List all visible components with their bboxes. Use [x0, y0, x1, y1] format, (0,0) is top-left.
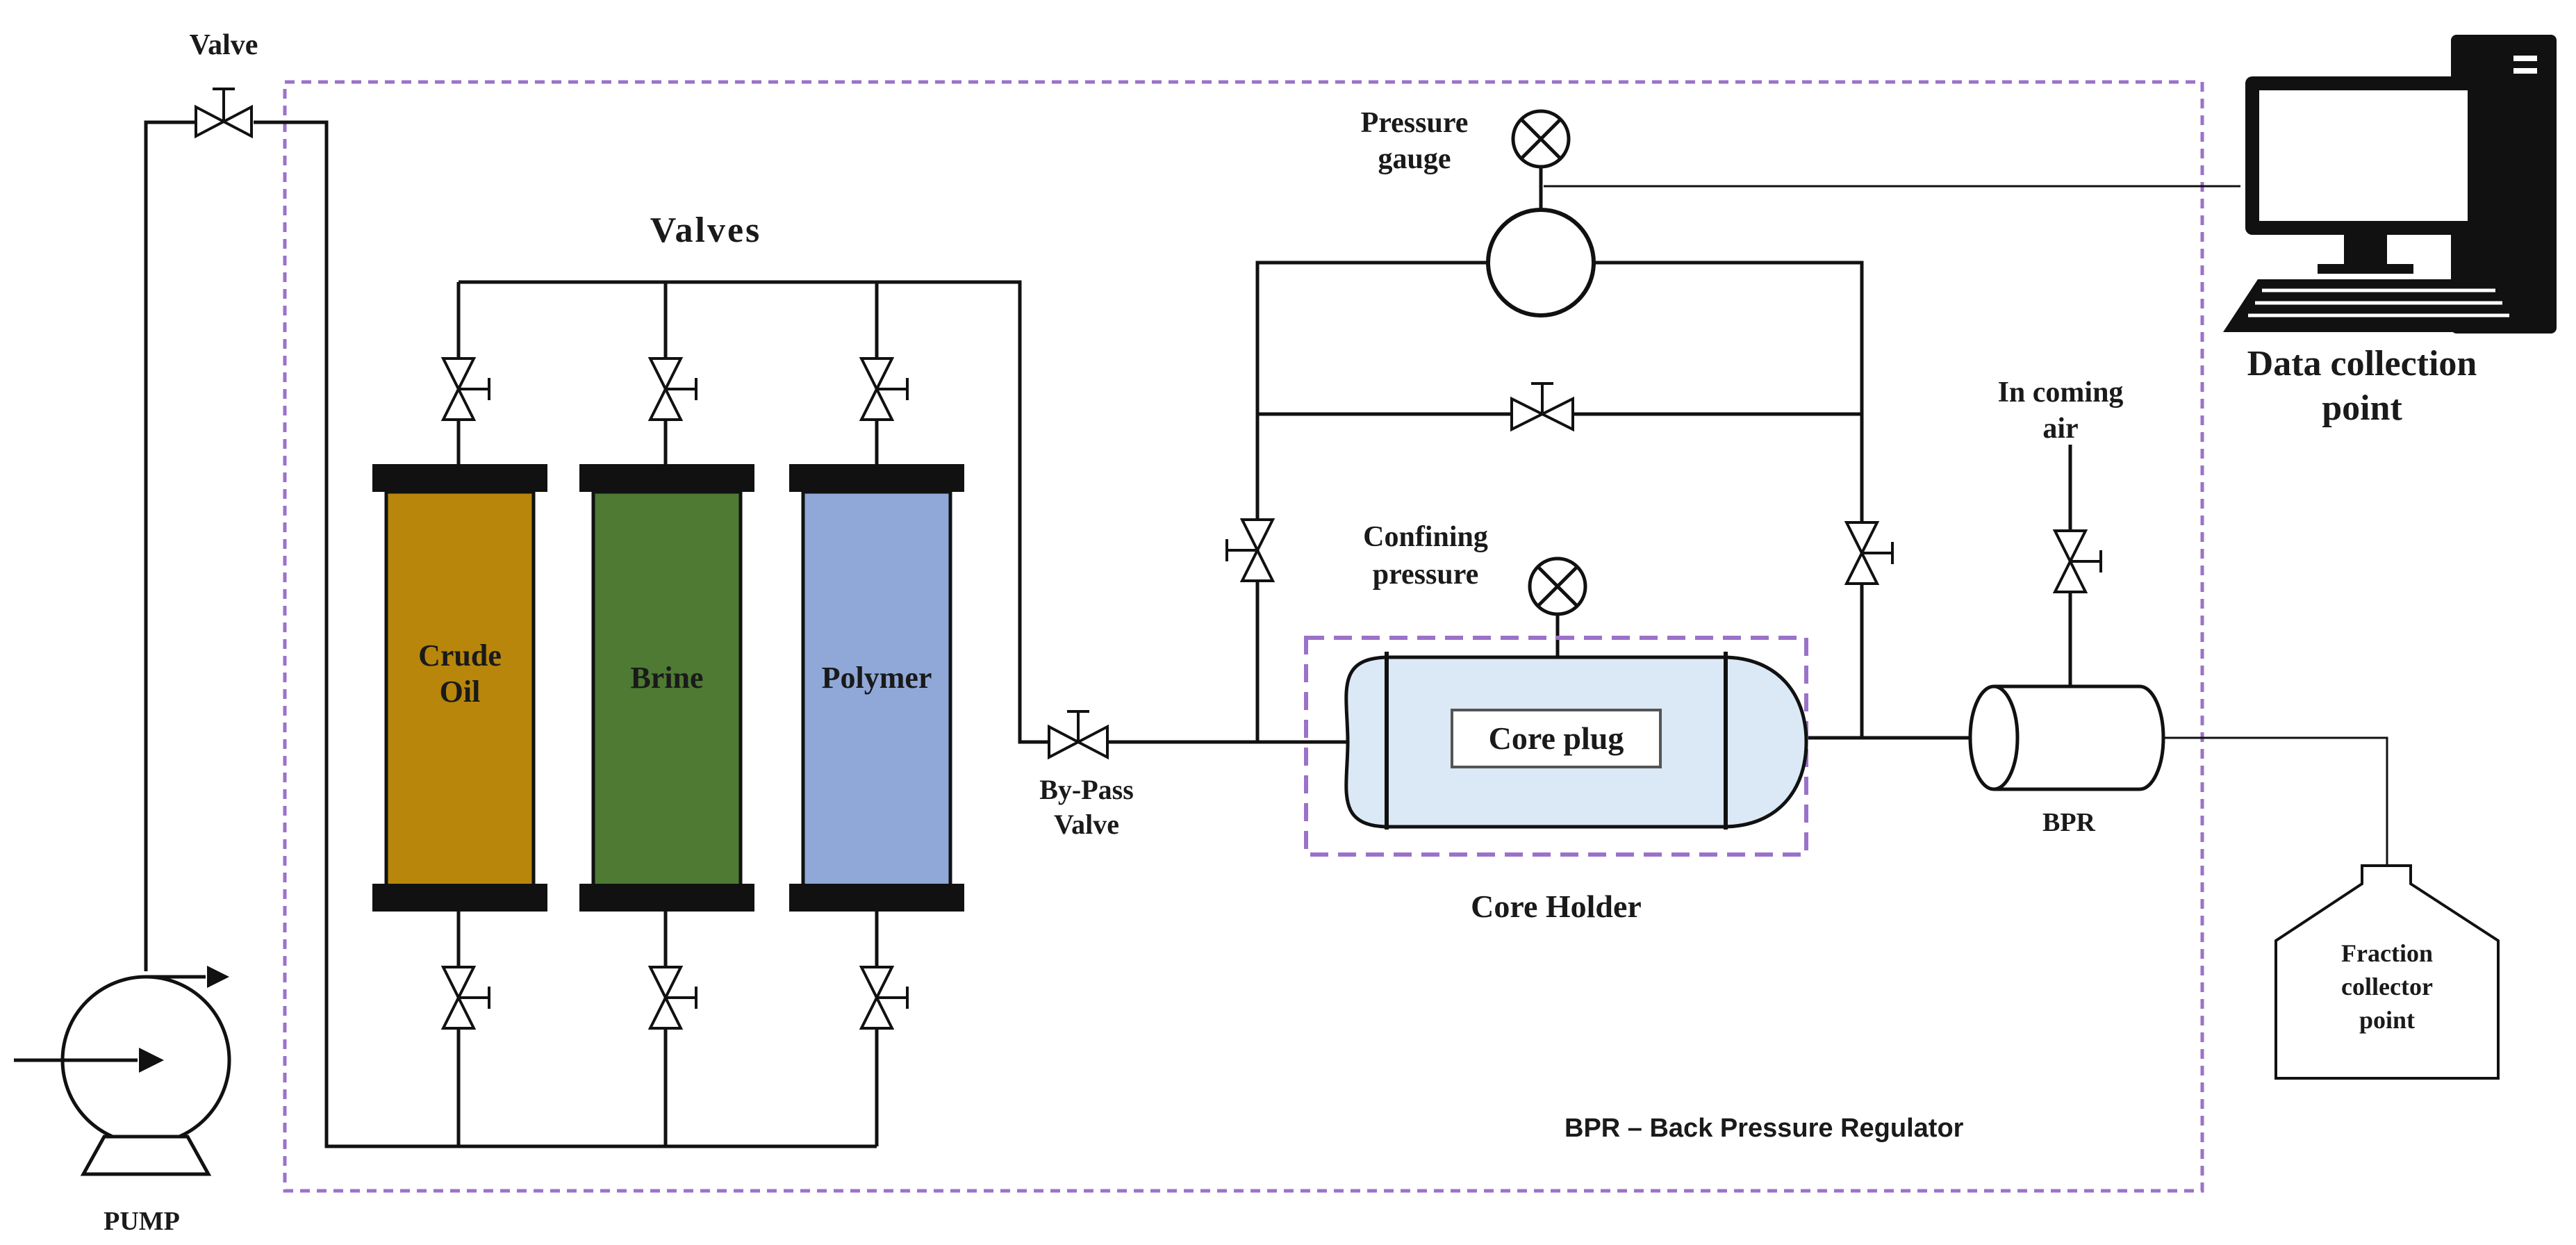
bpr-icon: [1968, 684, 2165, 791]
core-holder-boundary: [1304, 636, 1808, 857]
brine-label: Brine: [630, 661, 703, 695]
incoming-air-valve-icon[interactable]: [2052, 529, 2102, 593]
crude-oil-label-2: Oil: [440, 675, 481, 709]
polymer-label: Polymer: [822, 661, 932, 695]
bypass-valve-icon[interactable]: [1048, 710, 1109, 760]
crude-oil-cylinder: [372, 464, 547, 912]
data-collection-label-1: Data collection: [2247, 344, 2477, 384]
bypass-valve-label-2: Valve: [1054, 809, 1119, 840]
crude-oil-bottom-valve-icon[interactable]: [440, 966, 490, 1030]
brine-cylinder: [579, 464, 754, 912]
bpr-legend-label: BPR – Back Pressure Regulator: [1564, 1114, 1964, 1143]
pump-icon: [14, 966, 231, 1176]
fraction-collector-label-2: collector: [2341, 973, 2433, 1000]
bypass-valve-label-1: By-Pass: [1039, 774, 1134, 805]
fraction-collector-label-1: Fraction: [2341, 939, 2433, 967]
bpr-label: BPR: [2042, 808, 2096, 837]
fraction-collector-label-3: point: [2359, 1006, 2415, 1034]
pressure-gauge-label-1: Pressure: [1361, 107, 1469, 139]
confining-pressure-gauge-icon: [1528, 556, 1587, 616]
loop-right-valve-icon[interactable]: [1844, 521, 1894, 585]
valves-label: Valves: [650, 211, 762, 250]
pump-label: PUMP: [104, 1207, 180, 1236]
brine-bottom-valve-icon[interactable]: [647, 966, 697, 1030]
core-holder-label: Core Holder: [1471, 889, 1642, 924]
confining-pressure-label-1: Confining: [1363, 521, 1488, 553]
polymer-top-valve-icon[interactable]: [859, 357, 909, 421]
crude-oil-top-valve-icon[interactable]: [440, 357, 490, 421]
loop-left-valve-icon[interactable]: [1225, 518, 1275, 582]
fraction-collector-icon: [2274, 864, 2500, 1080]
core-plug-label: Core plug: [1489, 720, 1624, 756]
flow-cell-icon: [1486, 208, 1596, 318]
incoming-air-label-2: air: [2042, 413, 2078, 445]
top-valve-icon[interactable]: [195, 88, 253, 139]
loop-valve-icon[interactable]: [1510, 382, 1574, 432]
top-valve-label: Valve: [190, 29, 258, 61]
pressure-gauge-label-2: gauge: [1378, 143, 1451, 175]
data-collection-label-2: point: [2322, 388, 2402, 428]
brine-top-valve-icon[interactable]: [647, 357, 697, 421]
crude-oil-label-1: Crude: [418, 638, 502, 673]
pressure-gauge-icon: [1511, 109, 1571, 169]
system-boundary: [283, 80, 2204, 1193]
core-plug-box: [1451, 709, 1662, 768]
incoming-air-label-1: In coming: [1998, 377, 2124, 409]
polymer-bottom-valve-icon[interactable]: [859, 966, 909, 1030]
desktop-computer-icon: [2223, 35, 2557, 333]
polymer-cylinder: [789, 464, 964, 912]
confining-pressure-label-2: pressure: [1373, 559, 1478, 591]
